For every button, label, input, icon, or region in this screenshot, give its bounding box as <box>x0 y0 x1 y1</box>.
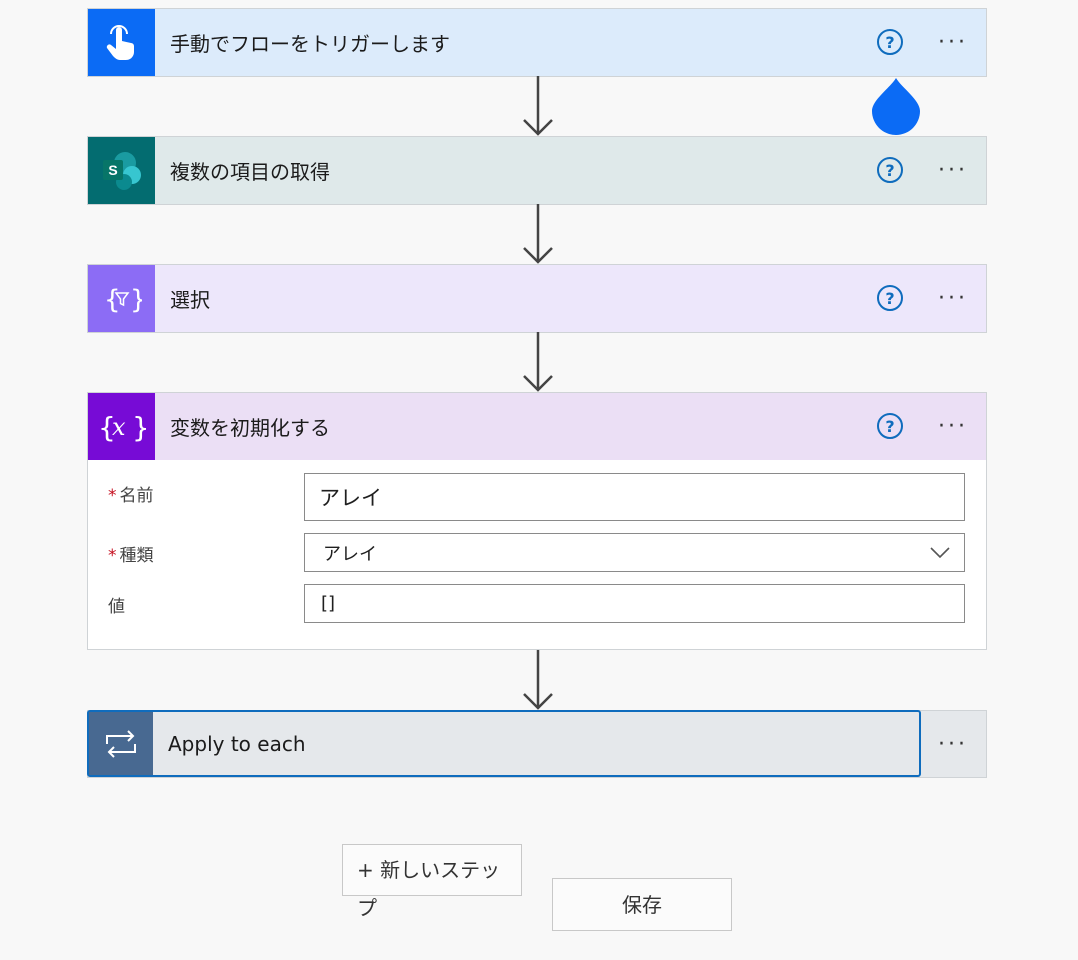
init-variable-header[interactable]: { x } 変数を初期化する ? ··· <box>88 393 986 460</box>
trigger-icon-box <box>88 9 155 76</box>
init-variable-card[interactable]: { x } 変数を初期化する ? ··· *名前 アレイ *種類 アレイ 値 [… <box>87 392 987 650</box>
sharepoint-icon: S <box>102 151 141 190</box>
value-input[interactable]: [] <box>304 584 965 623</box>
select-icon-box: { } <box>88 265 155 332</box>
type-dropdown[interactable]: アレイ <box>304 533 965 572</box>
value-input-value: [] <box>321 593 336 614</box>
connector-arrow <box>522 332 554 392</box>
name-label: *名前 <box>108 486 154 506</box>
help-icon[interactable]: ? <box>877 157 903 183</box>
more-options-button[interactable]: ··· <box>938 157 968 183</box>
data-operation-icon: { } <box>104 285 142 315</box>
variable-icon: { x } <box>98 411 146 444</box>
trigger-header[interactable]: 手動でフローをトリガーします ? ··· <box>88 9 986 76</box>
trigger-title: 手動でフローをトリガーします <box>170 32 450 56</box>
more-options-button[interactable]: ··· <box>938 731 968 757</box>
select-title: 選択 <box>170 288 210 312</box>
connector-arrow <box>522 76 554 136</box>
name-input-value: アレイ <box>319 486 382 510</box>
help-icon[interactable]: ? <box>877 413 903 439</box>
select-header[interactable]: { } 選択 ? ··· <box>88 265 986 332</box>
sharepoint-card[interactable]: S 複数の項目の取得 ? ··· <box>87 136 987 205</box>
type-dropdown-value: アレイ <box>323 543 377 565</box>
svg-text:}: } <box>132 411 146 444</box>
connector-arrow <box>522 204 554 264</box>
value-label: 値 <box>108 597 125 617</box>
init-variable-title: 変数を初期化する <box>170 416 330 440</box>
svg-text:S: S <box>108 162 117 178</box>
trigger-card[interactable]: 手動でフローをトリガーします ? ··· <box>87 8 987 77</box>
apply-to-each-card[interactable]: Apply to each ··· <box>87 710 987 778</box>
svg-text:{: { <box>98 411 116 444</box>
new-step-button[interactable]: + 新しいステップ <box>342 844 522 920</box>
sharepoint-header[interactable]: S 複数の項目の取得 ? ··· <box>88 137 986 204</box>
more-options-button[interactable]: ··· <box>938 285 968 311</box>
loop-icon <box>106 729 136 758</box>
required-mark: * <box>108 546 117 566</box>
help-icon[interactable]: ? <box>877 285 903 311</box>
init-variable-icon-box: { x } <box>88 393 155 460</box>
drag-drop-indicator-icon <box>872 78 920 135</box>
save-button[interactable]: 保存 <box>552 878 732 931</box>
sharepoint-icon-box: S <box>88 137 155 204</box>
hand-pointer-icon <box>106 24 134 60</box>
svg-text:{: { <box>104 285 121 315</box>
required-mark: * <box>108 486 117 506</box>
select-card[interactable]: { } 選択 ? ··· <box>87 264 987 333</box>
apply-to-each-icon-box <box>89 712 153 775</box>
connector-arrow <box>522 650 554 710</box>
svg-text:x: x <box>112 413 126 441</box>
apply-to-each-header[interactable]: Apply to each <box>87 710 921 777</box>
sharepoint-title: 複数の項目の取得 <box>170 160 330 184</box>
type-label: *種類 <box>108 546 154 566</box>
more-options-button[interactable]: ··· <box>938 413 968 439</box>
svg-text:}: } <box>130 285 142 315</box>
help-icon[interactable]: ? <box>877 29 903 55</box>
apply-to-each-title: Apply to each <box>168 731 306 756</box>
name-input[interactable]: アレイ <box>304 473 965 521</box>
chevron-down-icon <box>930 547 950 559</box>
save-label: 保存 <box>622 893 662 917</box>
more-options-button[interactable]: ··· <box>938 29 968 55</box>
new-step-label: + 新しいステップ <box>357 858 501 920</box>
